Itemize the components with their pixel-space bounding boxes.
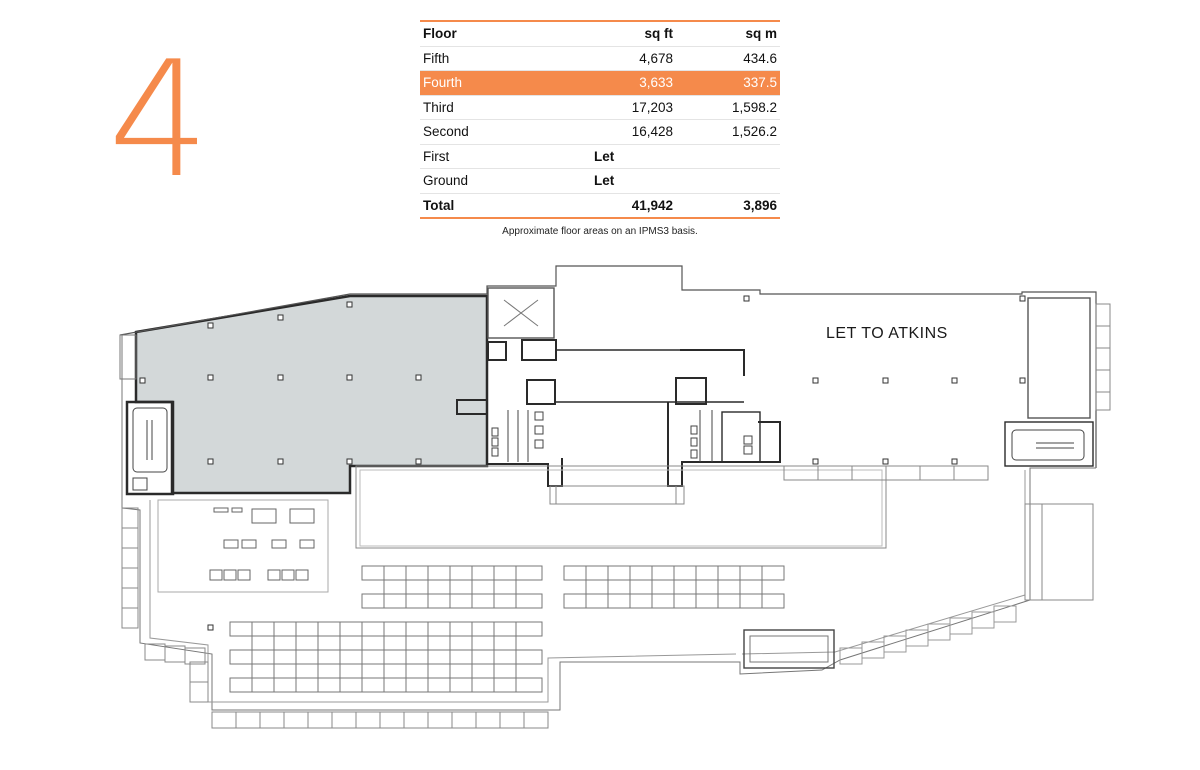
row-sqft: 16,428 <box>572 119 677 145</box>
row-floor: First <box>420 144 573 169</box>
row-floor: Second <box>420 119 573 145</box>
building-outline <box>119 265 1097 468</box>
row-floor: Third <box>420 95 573 120</box>
row-status: Let <box>576 144 680 169</box>
floor-plan <box>119 265 1111 729</box>
header-floor: Floor <box>420 21 573 47</box>
available-area <box>134 294 489 495</box>
total-label: Total <box>420 193 573 219</box>
floor-number: 4 <box>108 26 210 213</box>
table-header-row: Floor sq ft sq m <box>420 21 780 47</box>
tenant-label: LET TO ATKINS <box>826 325 948 342</box>
row-sqm: 337.5 <box>676 70 780 96</box>
structural-columns <box>139 295 1026 631</box>
total-sqm: 3,896 <box>676 193 780 219</box>
area-footnote: Approximate floor areas on an IPMS3 basi… <box>502 226 698 237</box>
central-core <box>456 287 781 487</box>
header-sqm: sq m <box>676 21 780 47</box>
total-sqft: 41,942 <box>572 193 677 219</box>
row-sqm: 1,598.2 <box>676 95 780 120</box>
row-status: Let <box>576 168 680 194</box>
row-sqm: 434.6 <box>676 46 780 71</box>
row-sqft: 4,678 <box>572 46 677 71</box>
row-floor: Fourth <box>420 70 573 96</box>
header-sqft: sq ft <box>572 21 677 47</box>
lower-workstations <box>229 565 785 693</box>
row-sqm: 1,526.2 <box>676 119 780 145</box>
left-stair-core <box>125 400 175 496</box>
row-floor: Fifth <box>420 46 573 71</box>
kitchen-area <box>157 499 329 593</box>
row-sqft: 3,633 <box>572 70 677 96</box>
row-sqft: 17,203 <box>572 95 677 120</box>
table-total-row: Total 41,942 3,896 <box>420 193 780 219</box>
right-stair-core <box>1004 297 1094 467</box>
row-floor: Ground <box>420 168 573 194</box>
